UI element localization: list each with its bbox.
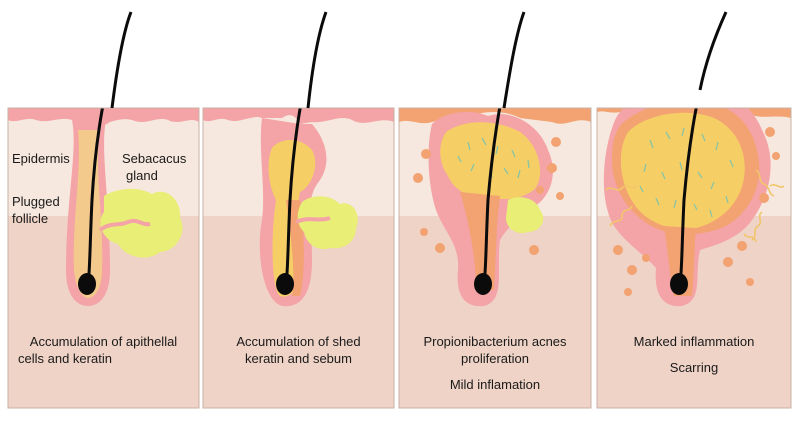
- hair-shaft: [482, 108, 502, 287]
- plugged-follicle-label: Plugged follicle: [12, 193, 60, 227]
- bacteria-strands: [639, 127, 734, 218]
- stage-1-panel: [7, 107, 200, 409]
- sebaceous-gland: [297, 196, 358, 250]
- plugged-label-line2: follicle: [12, 211, 49, 226]
- hair-bulb: [276, 273, 294, 295]
- hair-shaft: [284, 108, 302, 287]
- stage-4-panel: [596, 107, 792, 409]
- stage-3-caption-line2: proliferation: [461, 351, 529, 366]
- sebaceous-label-line2: gland: [126, 168, 158, 183]
- gland-duct: [295, 216, 331, 224]
- hair-above-skin-4: [698, 11, 728, 91]
- hair-bulb: [78, 273, 96, 295]
- stage-1-caption-line1: Accumulation of apithellal: [29, 334, 178, 349]
- epidermis-layer: [8, 108, 199, 128]
- hair-above-skin-3: [502, 11, 526, 109]
- inflamed-core: [460, 192, 500, 290]
- stage-4-caption: Marked inflammation Scarring: [597, 333, 791, 376]
- plugged-label-line1: Plugged: [12, 194, 60, 209]
- hair-bulb: [670, 273, 688, 295]
- sebaceous-label-line1: Sebacacus: [122, 151, 187, 166]
- hair-shaft: [86, 108, 105, 287]
- stage-3-caption: Propionibacterium acnes proliferation Mi…: [399, 333, 591, 393]
- stage-3-caption-line1: Propionibacterium acnes: [423, 334, 567, 349]
- stage-2-panel: [202, 107, 395, 409]
- stage-4-caption-extra: Scarring: [669, 360, 719, 375]
- stage-4-caption-line1: Marked inflammation: [633, 334, 755, 349]
- sebaceous-gland: [506, 197, 544, 234]
- scar-tissue: [605, 169, 785, 243]
- stage-2-caption: Accumulation of shed keratin and sebum: [203, 333, 394, 367]
- hair-above-skin-1: [110, 11, 133, 109]
- hair-above-skin-2: [306, 11, 328, 109]
- sebaceous-gland-label: Sebacacus gland: [122, 150, 186, 184]
- gland-duct: [98, 218, 151, 232]
- stage-3-caption-extra: Mild inflamation: [449, 377, 541, 392]
- follicle-plug: [440, 122, 541, 200]
- stage-2-caption-line1: Accumulation of shed: [236, 334, 361, 349]
- stage-2-caption-line2: keratin and sebum: [245, 351, 352, 366]
- epidermis-label: Epidermis: [12, 151, 70, 166]
- stage-1-caption: Accumulation of apithellal cells and ker…: [8, 333, 199, 367]
- inflammatory-cells: [613, 127, 780, 296]
- stage-1-caption-line2: cells and keratin: [18, 351, 112, 366]
- stage-3-panel: [398, 107, 592, 409]
- inflammatory-cells: [413, 137, 564, 255]
- hair-bulb: [474, 273, 492, 295]
- hair-shaft: [678, 108, 698, 287]
- lesion-core: [620, 112, 745, 229]
